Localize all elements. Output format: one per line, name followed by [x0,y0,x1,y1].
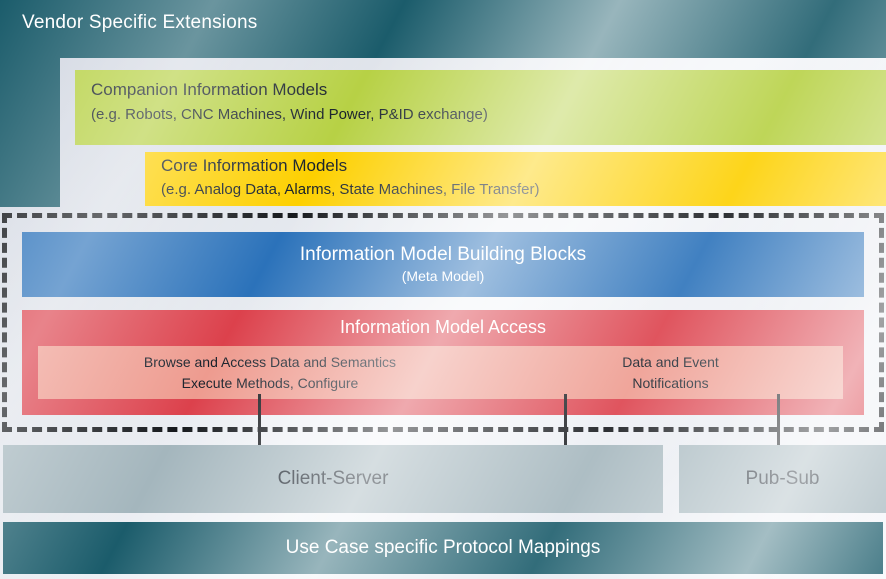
vendor-specific-extensions-label: Vendor Specific Extensions [22,12,258,33]
information-model-building-blocks-subtitle: (Meta Model) [401,268,485,284]
companion-information-models-title: Companion Information Models [91,80,328,99]
core-information-models-title: Core Information Models [161,156,348,175]
browse-and-access-subblock: Browse and Access Data and Semantics Exe… [38,346,502,399]
vendor-specific-extensions-left-column [0,58,60,207]
notifications-line-1: Data and Event [622,353,719,370]
notifications-line-2: Notifications [632,374,709,391]
use-case-specific-protocol-mappings-block: Use Case specific Protocol Mappings [3,522,883,574]
information-model-access-title: Information Model Access [339,317,547,337]
connector-notifications-to-client-server [564,394,567,448]
connector-browse-to-client-server [258,394,261,448]
information-model-building-blocks-block: Information Model Building Blocks (Meta … [22,232,864,297]
vendor-specific-extensions-band: Vendor Specific Extensions [0,0,886,58]
protocol-mappings-label: Use Case specific Protocol Mappings [285,537,601,558]
client-server-block: Client-Server [3,445,663,513]
companion-information-models-subtitle: (e.g. Robots, CNC Machines, Wind Power, … [91,106,488,123]
core-information-models-subtitle: (e.g. Analog Data, Alarms, State Machine… [161,181,540,198]
information-model-access-block: Information Model Access Browse and Acce… [22,310,864,415]
browse-line-2: Execute Methods, Configure [181,374,359,391]
client-server-label: Client-Server [277,468,389,489]
companion-information-models-block: Companion Information Models (e.g. Robot… [75,70,886,145]
browse-line-1: Browse and Access Data and Semantics [143,353,397,370]
information-model-building-blocks-title: Information Model Building Blocks [299,244,587,265]
pub-sub-label: Pub-Sub [745,468,820,489]
data-and-event-notifications-subblock: Data and Event Notifications [498,346,843,399]
core-information-models-block: Core Information Models (e.g. Analog Dat… [145,152,886,206]
connector-notifications-to-pub-sub [777,394,780,448]
pub-sub-block: Pub-Sub [679,445,886,513]
